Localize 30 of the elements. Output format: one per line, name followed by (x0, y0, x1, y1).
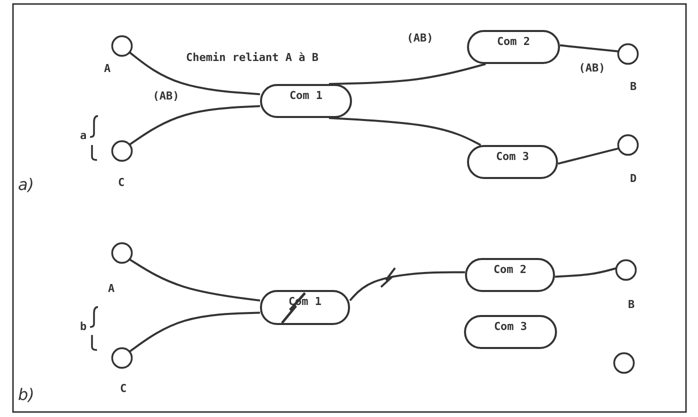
node-letter: C (120, 382, 127, 395)
edge-label: (AB) (152, 90, 180, 102)
connector-line (557, 147, 620, 165)
node-letter: B (630, 80, 637, 93)
edge-label: (AB) (406, 32, 434, 44)
panel-label: a) (18, 178, 34, 191)
node-letter: B (628, 298, 635, 311)
connector-line (328, 117, 482, 146)
connector-line (554, 267, 618, 278)
node-letter: A (104, 62, 111, 75)
connector-line (559, 44, 620, 52)
connector-line (128, 51, 261, 96)
connector-line (128, 105, 261, 146)
edge-label: (AB) (578, 62, 606, 74)
path-caption: Chemin reliant A à B (186, 51, 318, 64)
process-box: Com 3 (467, 145, 558, 179)
process-box: Com 1 (260, 84, 352, 118)
node-letter: D (630, 172, 637, 185)
process-box: Com 2 (467, 30, 560, 64)
process-box: Com 2 (465, 258, 555, 292)
node-letter: C (118, 176, 125, 189)
connector-line (328, 63, 487, 85)
connector-line (349, 271, 466, 302)
connector-line (128, 312, 261, 353)
connector-line (128, 258, 261, 302)
bracket-letter: a (80, 129, 87, 142)
process-box: Com 3 (464, 315, 557, 349)
bracket-letter: b (80, 320, 87, 333)
panel-label: b) (18, 388, 34, 401)
node-letter: A (108, 282, 115, 295)
